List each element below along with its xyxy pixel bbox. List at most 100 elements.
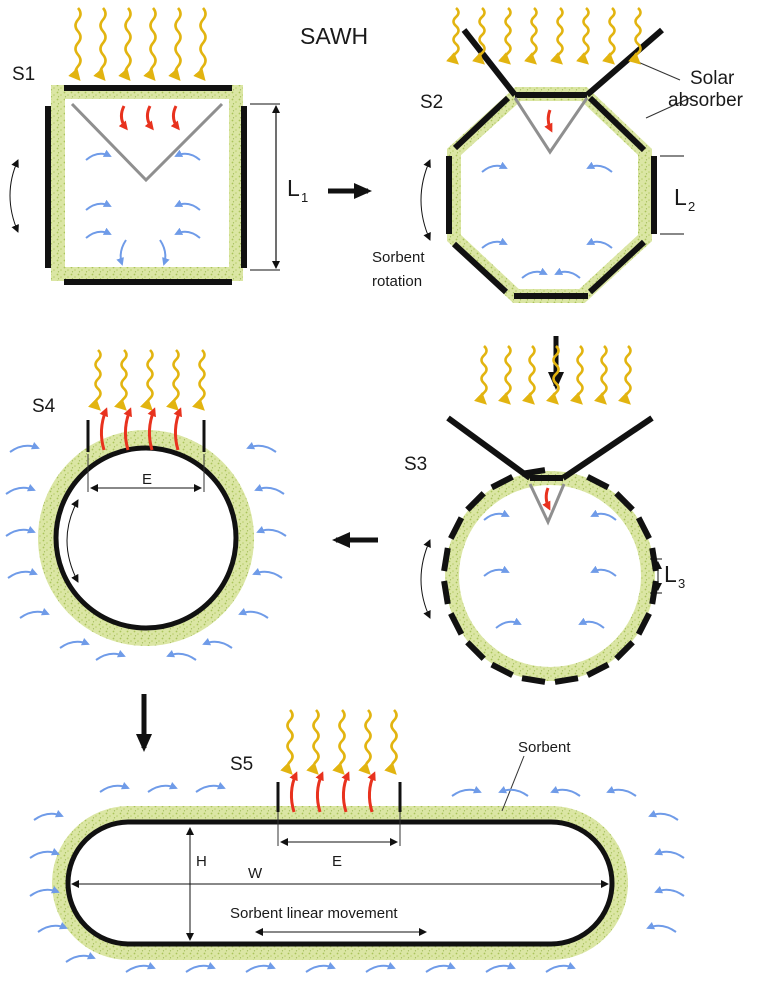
curved-arrow-icon bbox=[85, 199, 112, 211]
curved-arrow-icon bbox=[174, 149, 201, 161]
dimension-label: L bbox=[664, 561, 677, 587]
diagram-title: SAWH bbox=[300, 23, 368, 49]
wavy-arrow-icon bbox=[358, 709, 372, 775]
curved-arrow-icon bbox=[481, 161, 508, 173]
wavy-arrow-icon bbox=[446, 7, 460, 65]
curved-arrow-icon bbox=[99, 407, 108, 451]
curved-arrow-icon bbox=[29, 847, 60, 859]
curved-arrow-icon bbox=[544, 109, 553, 133]
wavy-arrow-icon bbox=[193, 7, 207, 82]
curved-arrow-icon bbox=[341, 771, 350, 813]
stage-label-s2: S2 bbox=[420, 92, 443, 113]
air-flow-arrows bbox=[5, 149, 685, 973]
curved-arrow-icon bbox=[367, 771, 376, 813]
dimension-e: E bbox=[277, 812, 401, 870]
curved-arrow-icon bbox=[159, 239, 170, 266]
wavy-arrow-icon bbox=[192, 349, 206, 411]
curved-arrow-icon bbox=[238, 607, 269, 619]
wavy-arrow-icon bbox=[570, 345, 584, 405]
rotation-arrow bbox=[420, 539, 431, 619]
wavy-arrow-icon bbox=[88, 349, 102, 411]
absorber-segment bbox=[441, 580, 451, 605]
curved-arrow-icon bbox=[654, 847, 685, 859]
step-arrows bbox=[136, 183, 564, 752]
solar-absorber bbox=[446, 27, 664, 299]
curved-arrow-icon bbox=[289, 771, 298, 813]
wavy-arrow-icon bbox=[522, 345, 536, 405]
absorber-segment bbox=[490, 474, 514, 491]
curved-arrow-icon bbox=[245, 961, 276, 973]
curved-arrow-icon bbox=[29, 885, 60, 897]
callout-label: Solar bbox=[690, 68, 735, 89]
sorbent-callout: Sorbent bbox=[501, 739, 571, 812]
curved-arrow-icon bbox=[425, 961, 456, 973]
sorbent-layer bbox=[52, 806, 628, 960]
curved-arrow-icon bbox=[5, 525, 36, 537]
dimension-l3: L 3 bbox=[650, 558, 685, 594]
absorber-segment bbox=[448, 516, 465, 540]
wavy-arrow-icon bbox=[306, 709, 320, 775]
curved-arrow-icon bbox=[59, 637, 90, 649]
wavy-arrow-icon bbox=[524, 7, 538, 65]
sorbent-layer bbox=[51, 85, 243, 281]
wavy-arrow-icon bbox=[602, 7, 616, 65]
curved-arrow-icon bbox=[166, 649, 197, 661]
curved-arrow-icon bbox=[550, 785, 581, 797]
wavy-arrow-icon bbox=[166, 349, 180, 411]
stage-label-s3: S3 bbox=[404, 454, 427, 475]
wavy-arrow-icon bbox=[143, 7, 157, 82]
absorber-segment bbox=[614, 640, 635, 661]
curved-arrow-icon bbox=[590, 565, 617, 577]
absorber-segment bbox=[465, 640, 486, 661]
curved-arrow-icon bbox=[542, 487, 551, 511]
dimension-subscript: 1 bbox=[301, 190, 308, 205]
curved-arrow-icon bbox=[99, 781, 130, 793]
light-cone bbox=[513, 97, 589, 155]
curved-arrow-icon bbox=[7, 567, 38, 579]
rotation-label: Sorbent bbox=[372, 249, 425, 266]
wavy-arrow-icon bbox=[550, 7, 564, 65]
curved-arrow-icon bbox=[174, 227, 201, 239]
sorbent-layer bbox=[38, 430, 254, 646]
curved-arrow-icon bbox=[483, 565, 510, 577]
curved-arrow-icon bbox=[33, 809, 64, 821]
absorber-segment bbox=[465, 491, 486, 512]
absorber-segment bbox=[586, 661, 610, 678]
wavy-arrow-icon bbox=[168, 7, 182, 82]
curved-arrow-icon bbox=[37, 921, 68, 933]
rotation-arrow bbox=[66, 499, 79, 583]
absorber-segment bbox=[554, 675, 579, 685]
stage-label-s5: S5 bbox=[230, 754, 253, 775]
curved-arrow-icon bbox=[170, 105, 180, 131]
stage-s4: S4 E bbox=[32, 396, 254, 646]
curved-arrow-icon bbox=[9, 441, 40, 453]
dimension-subscript: 3 bbox=[678, 576, 685, 591]
dimension-subscript: 2 bbox=[688, 199, 695, 214]
curved-arrow-icon bbox=[485, 961, 516, 973]
dimension-l2: L 2 bbox=[660, 155, 695, 235]
curved-arrow-icon bbox=[586, 161, 613, 173]
rotation-arrow bbox=[9, 159, 19, 233]
stage-s3: S3 L 3 bbox=[404, 415, 685, 685]
curved-arrow-icon bbox=[185, 961, 216, 973]
curved-arrow-icon bbox=[481, 237, 508, 249]
curved-arrow-icon bbox=[606, 785, 637, 797]
curved-arrow-icon bbox=[654, 885, 685, 897]
rotation-label: rotation bbox=[372, 273, 422, 290]
curved-arrow-icon bbox=[65, 951, 96, 963]
wavy-arrow-icon bbox=[384, 709, 398, 775]
movement-label: Sorbent linear movement bbox=[230, 905, 398, 922]
curved-arrow-icon bbox=[451, 785, 482, 797]
exposure-walls bbox=[276, 782, 402, 812]
light-cone bbox=[70, 102, 224, 183]
curved-arrow-icon bbox=[147, 781, 178, 793]
absorber-segment bbox=[586, 474, 610, 491]
dimension-l1: L 1 bbox=[250, 103, 308, 271]
wavy-arrow-icon bbox=[546, 345, 560, 405]
curved-arrow-icon bbox=[586, 237, 613, 249]
dimension-label: H bbox=[196, 853, 207, 870]
dimension-label: E bbox=[142, 471, 152, 488]
curved-arrow-icon bbox=[315, 771, 324, 813]
curved-arrow-icon bbox=[116, 239, 127, 266]
